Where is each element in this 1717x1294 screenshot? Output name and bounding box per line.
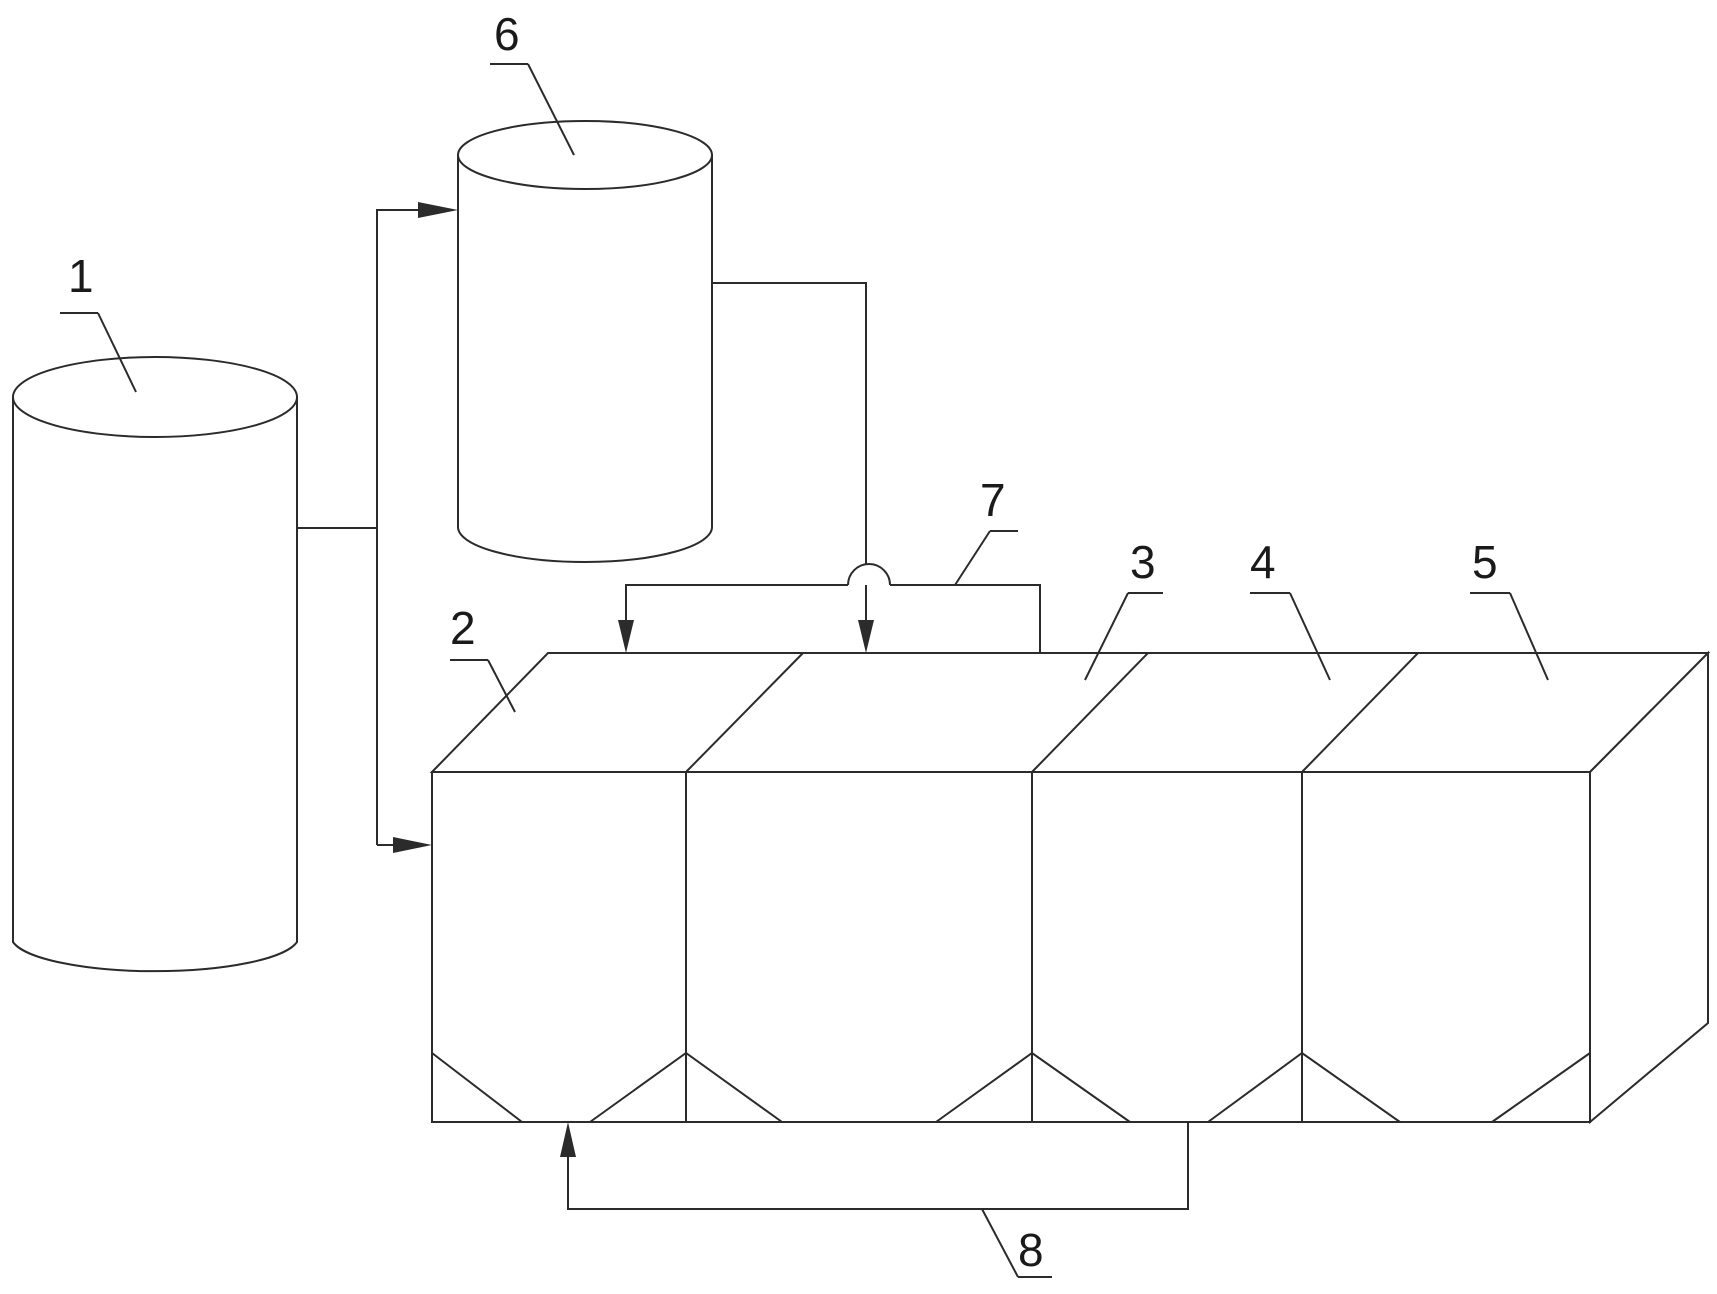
label-compartment-3: 3 (1130, 536, 1156, 588)
label-tank-1: 1 (68, 250, 94, 302)
labels: 1 6 2 3 4 5 7 8 (68, 8, 1498, 1276)
arrow-to-compartment-2 (393, 837, 432, 853)
label-pipe-7: 7 (980, 474, 1006, 526)
label-tank-6: 6 (494, 8, 520, 60)
feed-pipe (297, 202, 458, 853)
arrow-to-tank-6 (418, 202, 458, 218)
recycle-pipe-7 (618, 530, 1041, 653)
leader-lines (60, 63, 1549, 713)
label-pipe-8: 8 (1018, 1224, 1044, 1276)
arrow-down-compartment-2 (618, 620, 634, 653)
label-compartment-2: 2 (450, 602, 476, 654)
arrow-down-compartment-3 (858, 620, 874, 653)
recycle-pipe-8 (560, 1122, 1189, 1278)
pipe-tank6-to-box (712, 282, 874, 653)
tank-6 (457, 120, 713, 563)
tank-1 (12, 356, 298, 973)
label-compartment-5: 5 (1472, 536, 1498, 588)
arrow-up-compartment-2 (560, 1122, 576, 1157)
label-compartment-4: 4 (1250, 536, 1276, 588)
treatment-tank (429, 650, 1711, 1125)
